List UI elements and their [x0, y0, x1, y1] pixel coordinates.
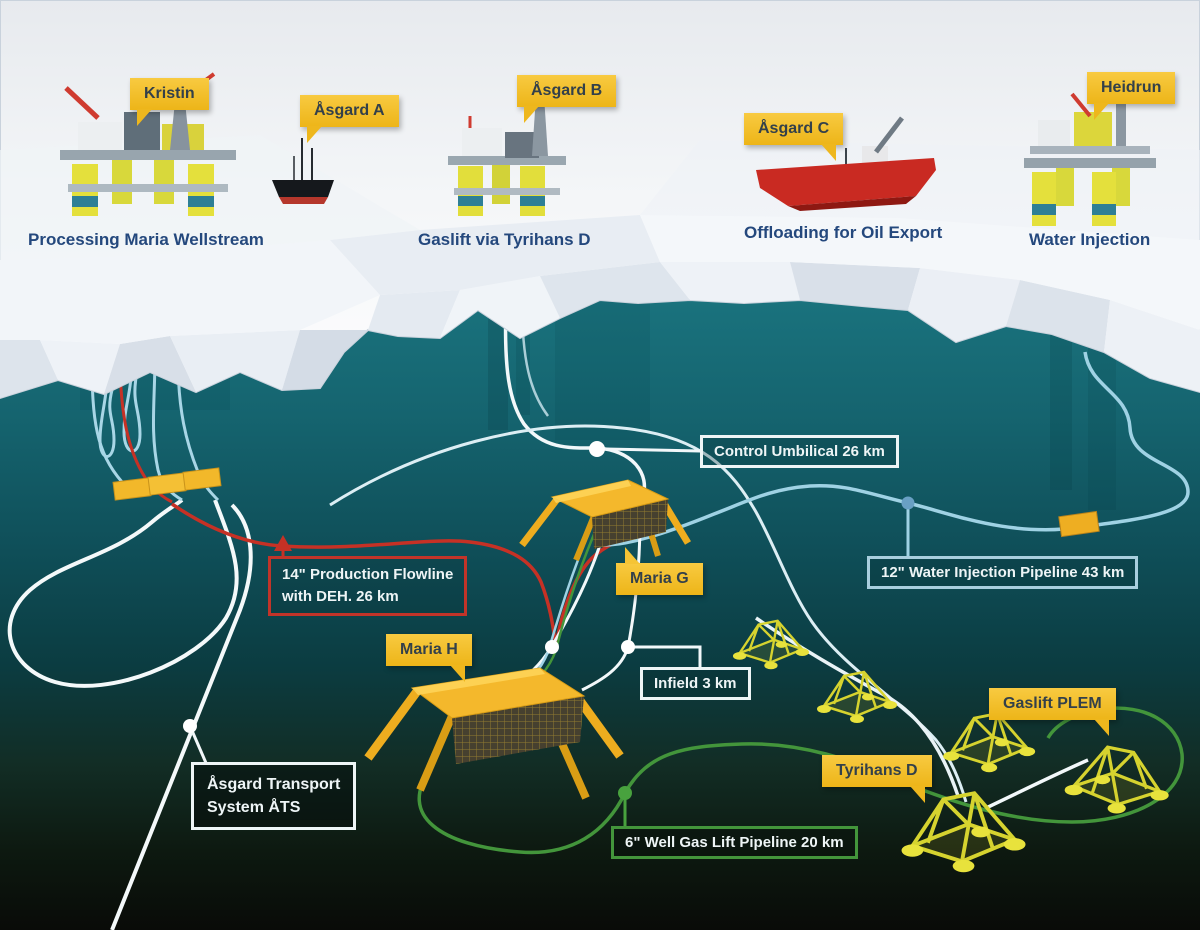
tag-label: Tyrihans D — [836, 762, 918, 779]
platform-tag-asgard-a: Åsgard A — [300, 95, 399, 143]
tag-label: Åsgard C — [758, 120, 830, 137]
tag-label: Kristin — [144, 85, 195, 102]
tag-pointer — [625, 547, 640, 564]
platform-tag-asgard-c: Åsgard C — [744, 113, 844, 161]
tag-pointer — [821, 144, 837, 161]
subsea-tag-gaslift-plem: Gaslift PLEM — [989, 688, 1116, 736]
tag-label: Gaslift PLEM — [1003, 695, 1102, 712]
production-arrow — [274, 535, 292, 551]
label-line-2: System ÅTS — [207, 799, 301, 817]
label-infield: Infield 3 km — [640, 667, 751, 700]
asgard-b-platform — [448, 76, 566, 216]
caption-asgard-b: Gaslift via Tyrihans D — [418, 230, 591, 249]
label-production-flowline: 14" Production Flowline with DEH. 26 km — [268, 556, 468, 616]
asgard-c-ship — [756, 116, 936, 211]
maria-g-template — [519, 479, 691, 562]
caption-kristin: Processing Maria Wellstream — [28, 230, 264, 249]
label-asgard-transport-system: Åsgard Transport System ÅTS — [191, 762, 357, 831]
caption-heidrun: Water Injection — [1029, 230, 1151, 249]
platform-tag-heidrun: Heidrun — [1087, 72, 1176, 120]
production-flowline-riser — [118, 355, 173, 504]
tag-label: Maria G — [630, 570, 689, 587]
subsea-tag-maria-g: Maria G — [616, 547, 703, 595]
tyrihans-plem-line — [985, 758, 1089, 810]
pipeline-box — [1058, 510, 1100, 538]
label-gas-lift: 6" Well Gas Lift Pipeline 20 km — [611, 826, 858, 859]
kristin-manifold — [112, 467, 222, 501]
label-line-1: Åsgard Transport — [207, 776, 341, 793]
label-control-umbilical: Control Umbilical 26 km — [700, 435, 899, 468]
maria-h-template — [364, 667, 624, 800]
tag-pointer — [1094, 103, 1109, 120]
heidrun-platform — [1024, 92, 1156, 226]
connector-dots — [183, 441, 915, 800]
label-water-injection: 12" Water Injection Pipeline 43 km — [867, 556, 1139, 589]
caption-asgard-c: Offloading for Oil Export — [744, 223, 943, 242]
tag-pointer — [524, 106, 539, 123]
label-line-1: 14" Production Flowline — [282, 566, 454, 583]
subsea-tag-tyrihans-d: Tyrihans D — [822, 755, 932, 803]
infield-connector — [628, 645, 702, 668]
tag-label: Maria H — [400, 641, 458, 658]
platform-tag-asgard-b: Åsgard B — [517, 75, 617, 123]
tag-pointer — [909, 786, 925, 803]
label-line-2: with DEH. 26 km — [282, 587, 399, 605]
tag-pointer — [449, 665, 465, 682]
tag-label: Åsgard B — [531, 82, 603, 99]
platform-tag-kristin: Kristin — [130, 78, 209, 126]
umbilical-branch — [329, 424, 968, 803]
ats-pipeline-loop — [7, 498, 239, 688]
tag-pointer — [1093, 719, 1109, 736]
tag-label: Heidrun — [1101, 79, 1162, 96]
subsea-tag-maria-h: Maria H — [386, 634, 472, 682]
tag-label: Åsgard A — [314, 102, 385, 119]
tag-pointer — [307, 126, 322, 143]
tag-pointer — [137, 109, 152, 126]
control-umbilical-connector — [604, 447, 701, 453]
ats-pipeline — [110, 503, 253, 930]
asgard-a-ship — [272, 138, 334, 204]
water-injection-pipeline — [599, 351, 1190, 547]
